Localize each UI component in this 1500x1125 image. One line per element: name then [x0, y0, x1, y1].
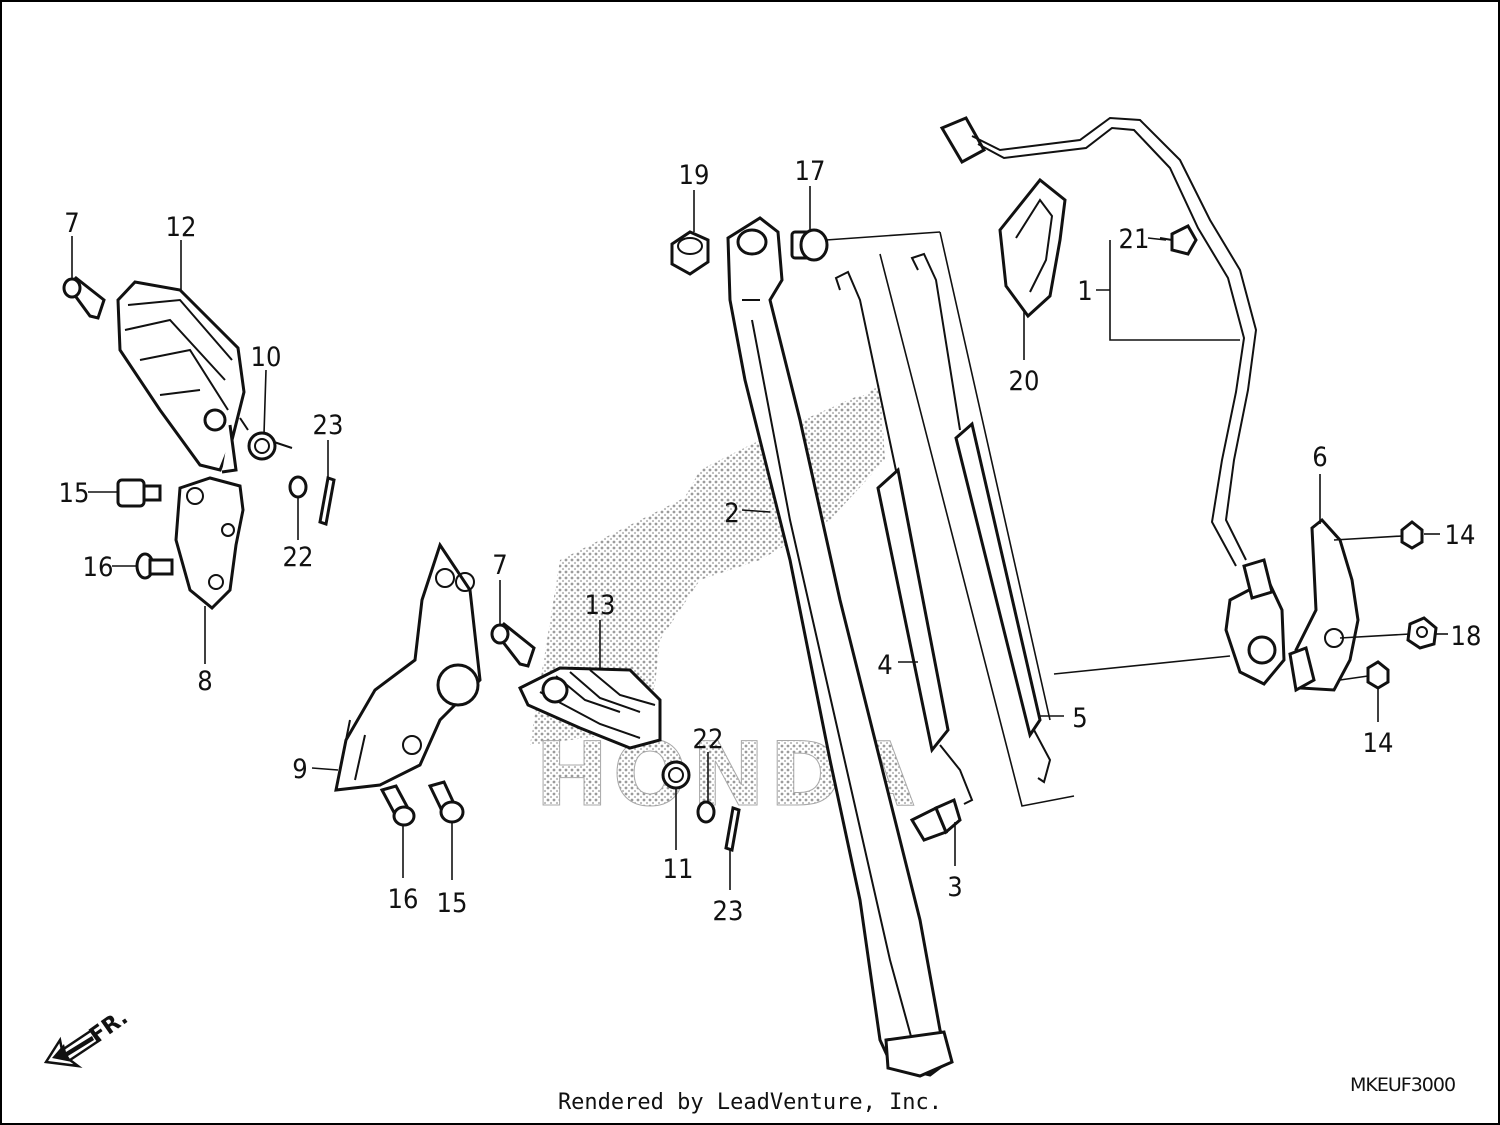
callout-23a: 23: [313, 410, 344, 441]
callout-10: 10: [251, 342, 282, 373]
spring-5: [910, 252, 1052, 784]
bolt-15a: [116, 478, 162, 508]
callout-6: 6: [1312, 442, 1327, 473]
callout-14b: 14: [1363, 728, 1394, 759]
callout-5: 5: [1072, 703, 1087, 734]
callout-15a: 15: [59, 478, 90, 509]
bolt-16a: [135, 552, 174, 580]
credit-footer: Rendered by LeadVenture, Inc.: [557, 1090, 943, 1115]
bolt-3: [909, 797, 962, 842]
spring-10: [239, 417, 293, 461]
callout-17: 17: [795, 156, 826, 187]
bracket-9: [334, 541, 482, 792]
bracket-6: [1288, 517, 1360, 693]
side-stand-2: [726, 216, 954, 1078]
callout-4: 4: [877, 650, 892, 681]
callout-16a: 16: [83, 552, 114, 583]
leader-lines: [71, 186, 1448, 890]
callout-13: 13: [585, 590, 616, 621]
side-stand-switch-1: [939, 116, 1286, 686]
callout-18: 18: [1451, 621, 1482, 652]
callout-19: 19: [679, 160, 710, 191]
assembly-line-17: [825, 231, 941, 241]
callout-2: 2: [724, 498, 739, 529]
cotter-pin-23a: [318, 476, 336, 526]
assembly-line: [1053, 655, 1231, 675]
callout-22a: 22: [283, 542, 314, 573]
callout-3: 3: [947, 872, 962, 903]
washer-22a: [288, 475, 308, 499]
callout-7b: 7: [492, 550, 507, 581]
callout-12: 12: [166, 212, 197, 243]
callout-23b: 23: [713, 896, 744, 927]
callout-14a: 14: [1445, 520, 1476, 551]
callout-21: 21: [1119, 224, 1150, 255]
callout-7a: 7: [64, 208, 79, 239]
collar-17: [790, 228, 829, 262]
nut-14b: [1366, 660, 1390, 690]
clip-21: [1159, 224, 1198, 256]
cotter-pin-23b: [724, 806, 741, 852]
pin-7b: [490, 621, 536, 668]
callout-16b: 16: [388, 884, 419, 915]
callout-20: 20: [1009, 366, 1040, 397]
clamp-20: [998, 177, 1067, 319]
diagram-code: MKEUF3000: [1350, 1074, 1456, 1096]
pin-7a: [62, 275, 106, 320]
spring-group-outline: [879, 231, 1075, 807]
bolt-15b: [427, 780, 465, 824]
footpeg-13: [518, 666, 662, 750]
front-arrow-icon: [43, 1028, 102, 1068]
callout-11: 11: [663, 854, 694, 885]
bolt-16b: [379, 784, 416, 827]
callout-9: 9: [292, 754, 307, 785]
callout-22b: 22: [693, 724, 724, 755]
bracket-8: [174, 476, 245, 611]
spring-11: [661, 760, 691, 790]
footpeg-12: [116, 280, 246, 474]
callout-8: 8: [197, 666, 212, 697]
nut-14a: [1400, 520, 1424, 550]
washer-22b: [696, 800, 716, 824]
nut-19: [670, 230, 710, 276]
callout-1: 1: [1077, 276, 1092, 307]
callout-labels: 7 12 10 23 15 22 16 8 9 16 15 7 13 11 22…: [59, 156, 1482, 927]
callout-15b: 15: [437, 888, 468, 919]
nut-18: [1406, 616, 1438, 650]
